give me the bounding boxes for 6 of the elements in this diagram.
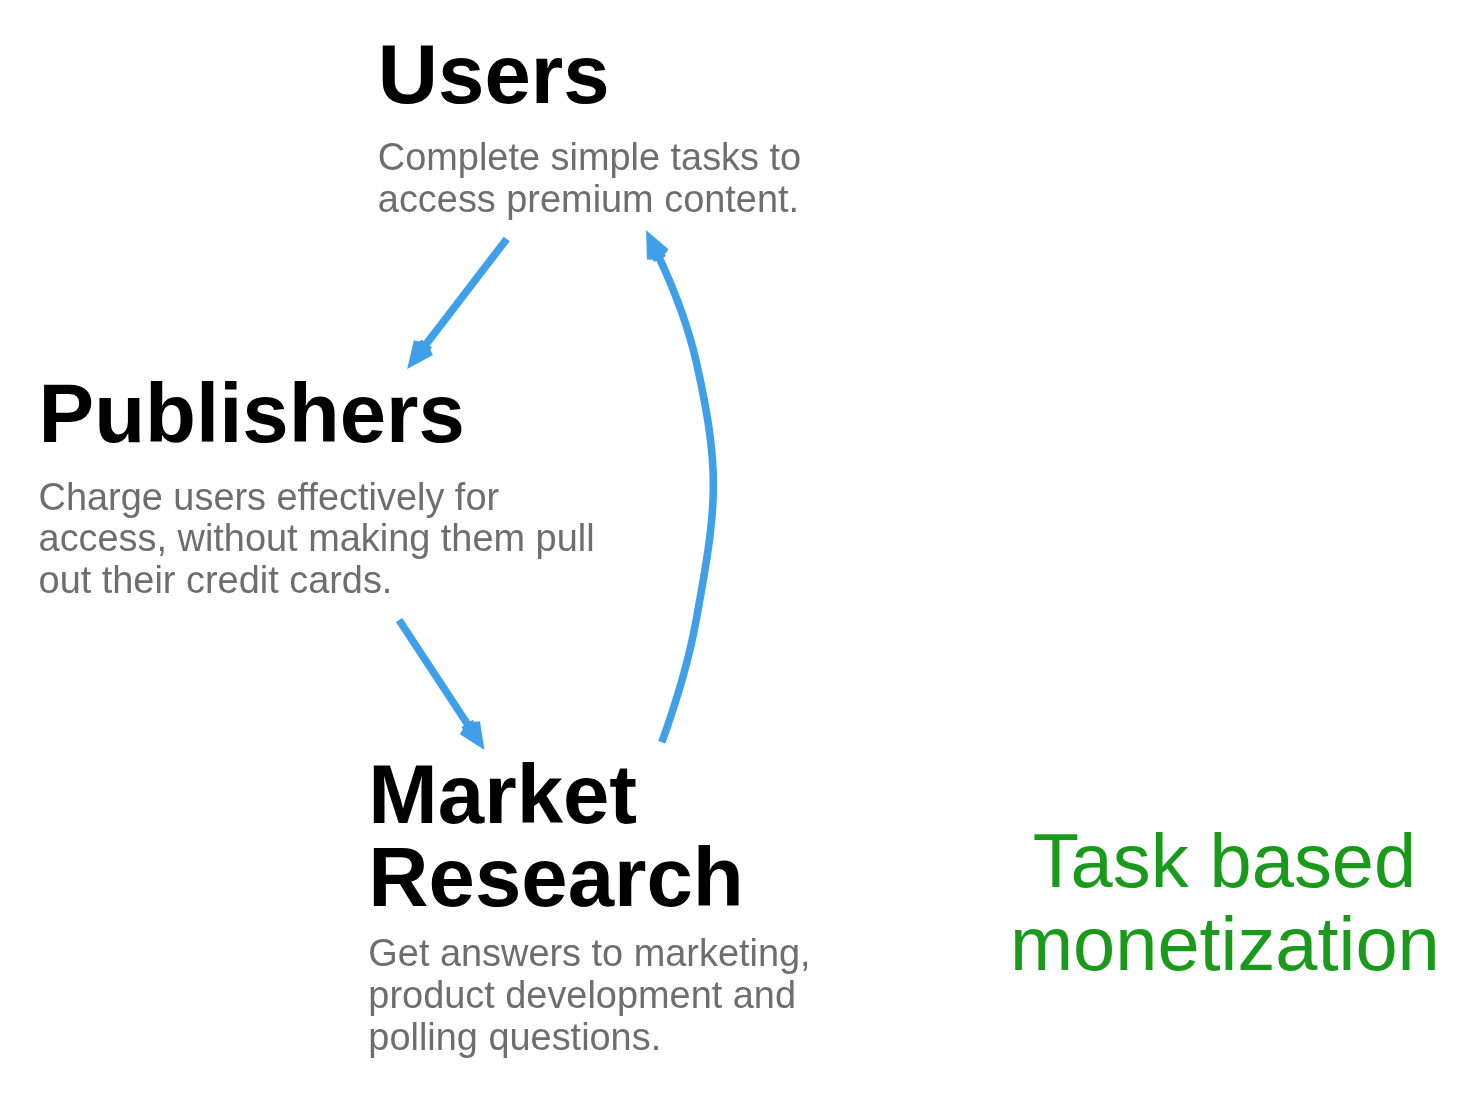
label: Task based monetization [1009,817,1440,987]
arrow [395,617,484,747]
arrow [408,236,510,366]
node-text: Users Complete simple tasks to access premium content. [377,27,802,221]
node-text: Market Research Get answers to marketing, product development and polling questions. [368,747,811,1058]
node-text: Publishers Charge users effectively for access, without making them pull out their credit cards. [38,366,595,602]
